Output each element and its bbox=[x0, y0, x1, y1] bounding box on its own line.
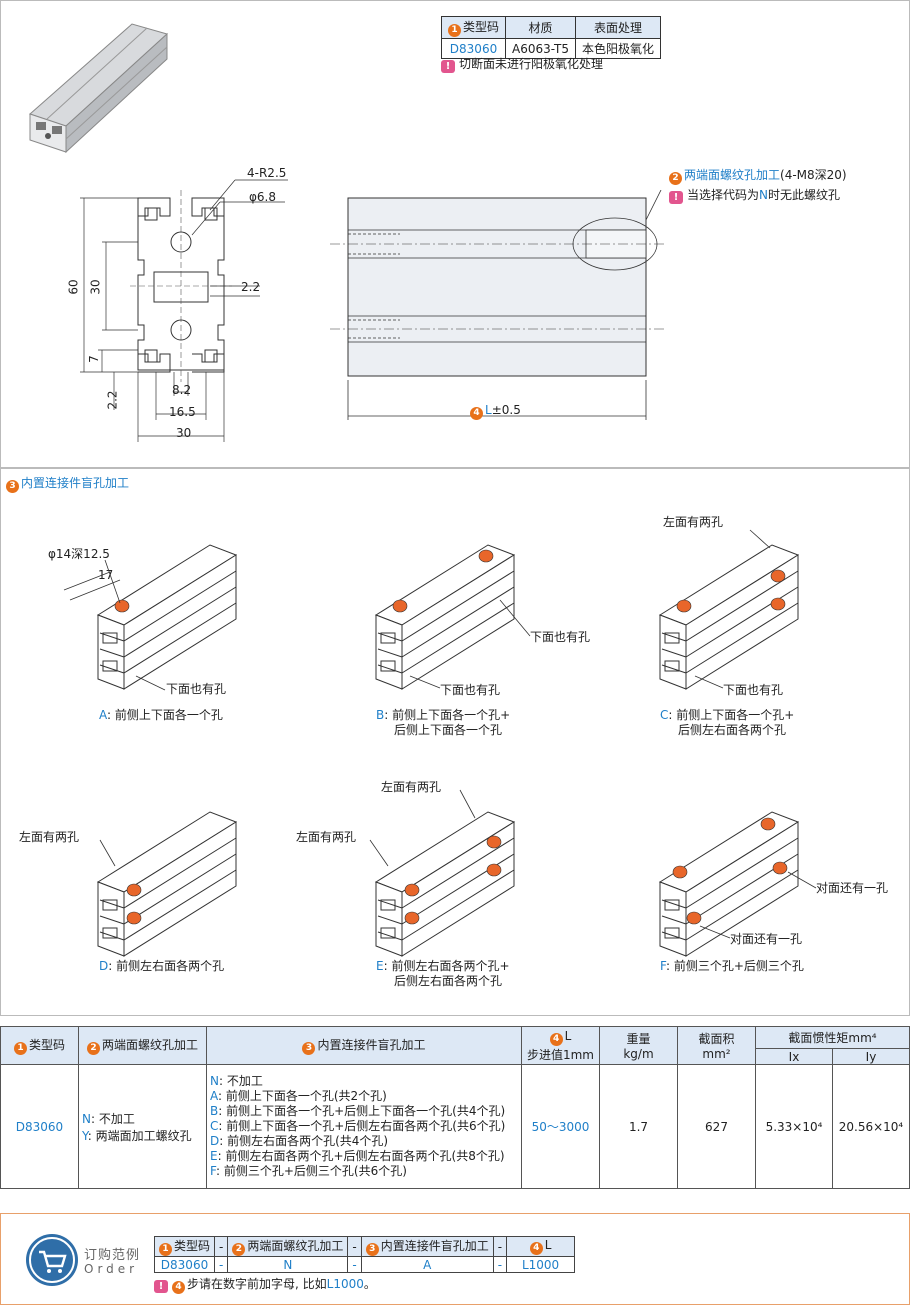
header-blind: 内置连接件盲孔加工 bbox=[317, 1038, 426, 1052]
callout-e2: 左面有两孔 bbox=[296, 830, 357, 844]
option-line: A: 前侧上下面各一个孔(共2个孔) bbox=[210, 1089, 387, 1103]
header-area: 截面积 bbox=[698, 1032, 735, 1046]
blind-hole-mark bbox=[760, 817, 776, 831]
cell-area: 627 bbox=[677, 1064, 756, 1189]
spec-material-value: A6063-T5 bbox=[505, 38, 576, 59]
blind-hole-mark bbox=[686, 911, 702, 925]
header-inertia: 截面惯性矩mm⁴ bbox=[755, 1026, 910, 1049]
header-len: L bbox=[564, 1028, 572, 1043]
header-weight: 重量 bbox=[626, 1032, 651, 1046]
cell-iy: 20.56×10⁴ bbox=[832, 1064, 910, 1189]
header-ix: Ix bbox=[755, 1048, 833, 1065]
header-iy: Iy bbox=[832, 1048, 910, 1065]
option-line: C: 前侧上下面各一个孔+后侧左右面各两个孔(共6个孔) bbox=[210, 1119, 506, 1133]
callout-a1: 下面也有孔 bbox=[166, 682, 227, 696]
caption-b: B: 前侧上下面各一个孔+后侧上下面各一个孔 bbox=[376, 708, 511, 737]
spec-header-type: 类型码 bbox=[463, 20, 500, 34]
dim-16-5: 16.5 bbox=[169, 405, 196, 419]
option-line: D: 前侧左右面各两个孔(共4个孔) bbox=[210, 1134, 389, 1148]
option-line: E: 前侧左右面各两个孔+后侧左右面各两个孔(共8个孔) bbox=[210, 1149, 505, 1163]
spec-surface-value: 本色阳极氧化 bbox=[574, 38, 661, 59]
spec-note: !切断面未进行阳极氧化处理 bbox=[441, 55, 603, 73]
warning-icon: ! bbox=[441, 60, 455, 73]
callout-b1: 下面也有孔 bbox=[530, 630, 591, 644]
profile-variant-B bbox=[374, 544, 531, 690]
blind-hole-mark bbox=[126, 911, 142, 925]
blind-hole-mark bbox=[404, 883, 420, 897]
profile-variant-F bbox=[658, 811, 817, 957]
cell-len: 50～3000 bbox=[521, 1064, 600, 1189]
option-line: N: 不加工 bbox=[82, 1111, 135, 1126]
dim-blind-hole: φ14深12.5 bbox=[48, 547, 110, 561]
dim-lines-a bbox=[63, 559, 121, 604]
cell-weight: 1.7 bbox=[599, 1064, 678, 1189]
cross-section-drawing bbox=[80, 179, 288, 442]
header-len-sub: 步进值1mm bbox=[526, 1047, 594, 1062]
profile-variant-D bbox=[96, 811, 238, 957]
blind-hole-mark bbox=[126, 883, 142, 897]
cart-icon bbox=[26, 1234, 78, 1286]
profile-variant-A bbox=[96, 544, 238, 691]
callout-e1: 左面有两孔 bbox=[381, 780, 442, 794]
blind-hole-mark bbox=[672, 865, 688, 879]
warning-icon: ! bbox=[154, 1280, 168, 1293]
option-line: Y: 两端面加工螺纹孔 bbox=[82, 1128, 192, 1143]
blind-hole-mark bbox=[770, 597, 786, 611]
blind-hole-mark bbox=[392, 599, 408, 613]
order-label-cn: 订购范例 bbox=[84, 1248, 141, 1263]
caption-d: D: 前侧左右面各两个孔 bbox=[99, 959, 225, 973]
caption-e: E: 前侧左右面各两个孔+后侧左右面各两个孔 bbox=[376, 959, 510, 988]
blind-hole-mark bbox=[770, 569, 786, 583]
profile-variant-C bbox=[658, 529, 800, 690]
blind-hole-mark bbox=[486, 835, 502, 849]
dim-2-2-h: 2.2 bbox=[241, 280, 261, 294]
dim-r: 4-R2.5 bbox=[247, 166, 287, 180]
callout-b2: 下面也有孔 bbox=[440, 683, 501, 697]
dim-hole: φ6.8 bbox=[249, 190, 276, 204]
spec-type-value: D83060 bbox=[440, 38, 507, 59]
option-line: F: 前侧三个孔+后侧三个孔(共6个孔) bbox=[210, 1164, 407, 1178]
blind-hole-mark bbox=[772, 861, 788, 875]
spec-header-surface: 表面处理 bbox=[574, 16, 661, 39]
profiles-canvas bbox=[63, 529, 817, 957]
warning-icon: ! bbox=[669, 191, 683, 204]
dim-17: 17 bbox=[98, 568, 114, 582]
blind-hole-mark bbox=[486, 863, 502, 877]
blind-hole-mark bbox=[676, 599, 692, 613]
header-thread: 两端面螺纹孔加工 bbox=[101, 1038, 198, 1052]
cell-type: D83060 bbox=[0, 1064, 79, 1189]
thread-note: !当选择代码为N时无此螺纹孔 bbox=[669, 186, 840, 204]
dim-8-2: 8.2 bbox=[172, 383, 192, 397]
callout-c2: 下面也有孔 bbox=[723, 683, 784, 697]
dim-30-h: 30 bbox=[176, 426, 192, 440]
caption-f: F: 前侧三个孔+后侧三个孔 bbox=[660, 959, 804, 973]
callout-d1: 左面有两孔 bbox=[19, 830, 80, 844]
callout-f1: 对面还有一孔 bbox=[816, 881, 889, 895]
blind-hole-mark bbox=[114, 599, 130, 613]
blind-hole-mark bbox=[478, 549, 494, 563]
order-label-en: Order bbox=[84, 1262, 139, 1276]
callout-c1: 左面有两孔 bbox=[663, 515, 724, 529]
profile-variant-E bbox=[369, 789, 516, 957]
callout-f2: 对面还有一孔 bbox=[730, 932, 803, 946]
caption-c: C: 前侧上下面各一个孔+后侧左右面各两个孔 bbox=[660, 708, 795, 737]
caption-a: A: 前侧上下面各一个孔 bbox=[99, 708, 223, 722]
cell-thread: N: 不加工 Y: 两端面加工螺纹孔 bbox=[78, 1064, 207, 1189]
side-view-drawing bbox=[330, 190, 666, 420]
cell-ix: 5.33×10⁴ bbox=[755, 1064, 833, 1189]
blind-hole-mark bbox=[404, 911, 420, 925]
header-type: 类型码 bbox=[28, 1038, 65, 1052]
option-line: B: 前侧上下面各一个孔+后侧上下面各一个孔(共4个孔) bbox=[210, 1104, 506, 1118]
profile-3d-image bbox=[29, 23, 168, 154]
option-line: N: 不加工 bbox=[210, 1074, 263, 1088]
